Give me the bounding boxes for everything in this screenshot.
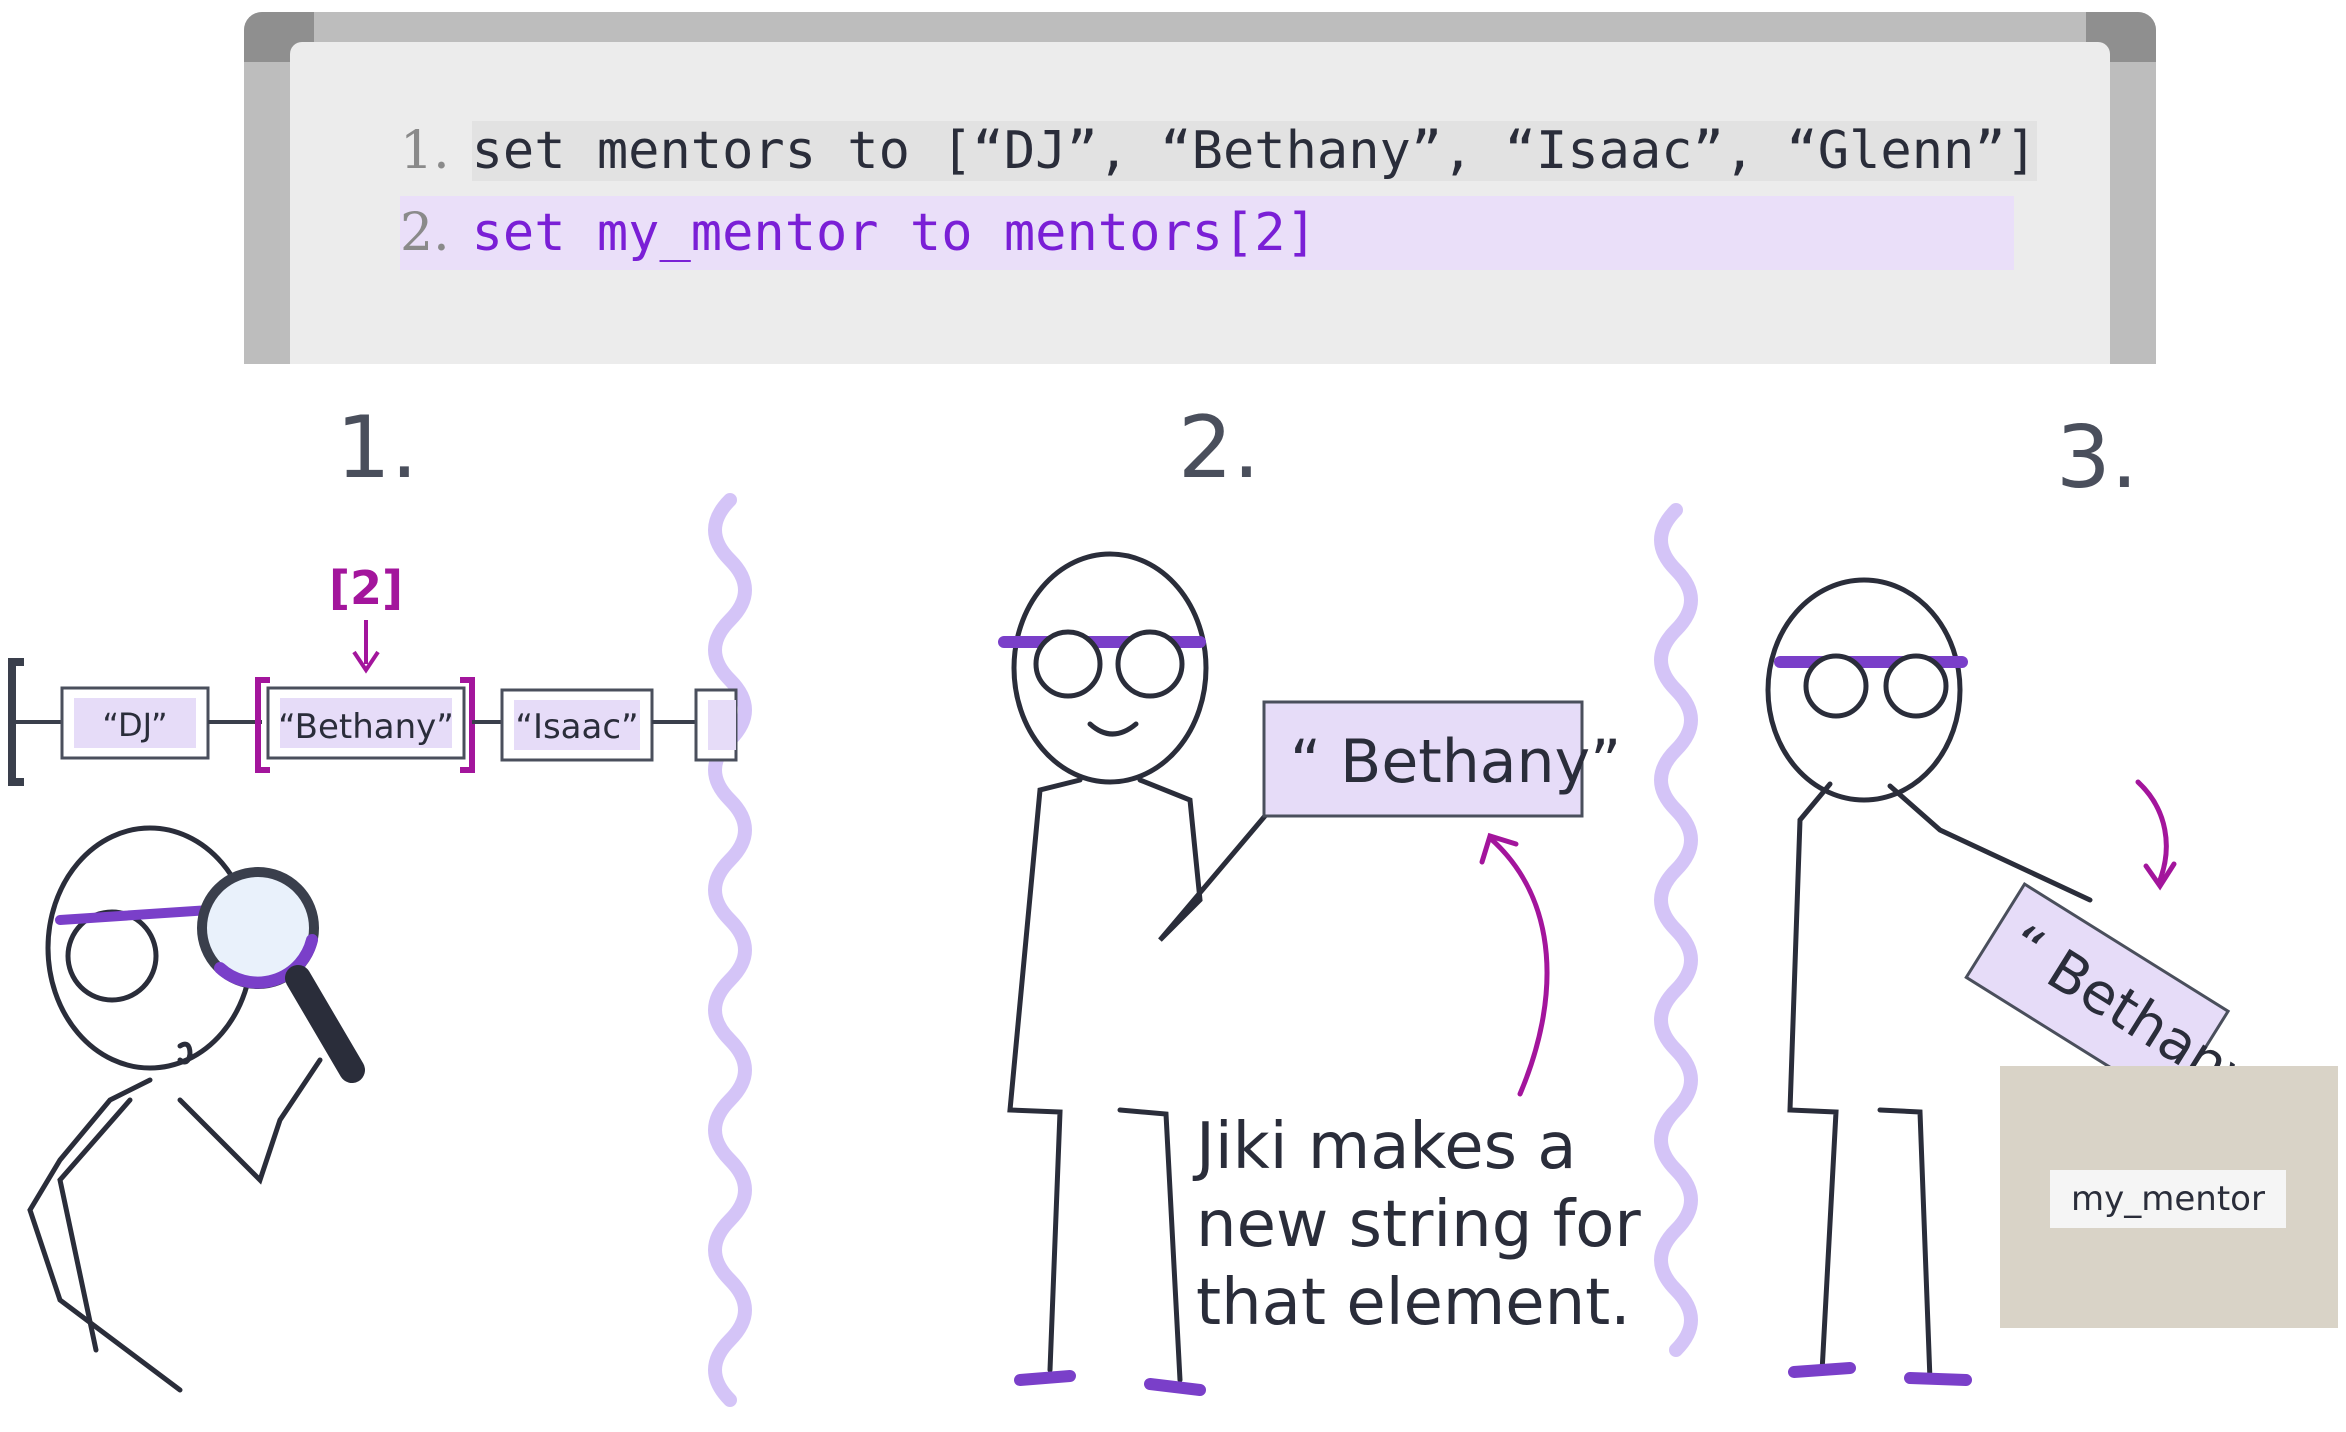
- string-card-text: “ Bethany”: [1290, 727, 1621, 797]
- caption-arrow: [1487, 835, 1550, 1097]
- variable-label: my_mentor: [2050, 1170, 2286, 1228]
- step-1-label: 1.: [336, 398, 419, 498]
- index-label: [2]: [329, 561, 403, 615]
- line-number-2: 2.: [400, 203, 450, 263]
- string-card: “ Bethany”: [1262, 700, 1621, 818]
- board-surface: 1. set mentors to [“DJ”, “Bethany”, “Isaa…: [290, 42, 2110, 364]
- code-line-2: 2. set my_mentor to mentors[2]: [400, 196, 2014, 270]
- character-placing-card: [1765, 577, 2093, 1386]
- list-item-dj: “DJ”: [102, 706, 167, 744]
- code-text-1: set mentors to [“DJ”, “Bethany”, “Isaac”…: [471, 121, 2037, 181]
- character-with-magnifier: [27, 825, 365, 1393]
- drop-arrow: [2135, 779, 2169, 883]
- list-item-isaac: “Isaac”: [515, 707, 638, 747]
- step-2-label: 2.: [1178, 398, 1261, 498]
- character-holding-card: [998, 551, 1273, 1396]
- wavy-divider-right: [1654, 503, 1698, 1357]
- caption-text: Jiki makes a new string for that element…: [1196, 1110, 1641, 1340]
- step-3-label: 3.: [2056, 408, 2139, 508]
- whiteboard: 1. set mentors to [“DJ”, “Bethany”, “Isaa…: [244, 12, 2156, 364]
- code-line-1: 1. set mentors to [“DJ”, “Bethany”, “Isaa…: [400, 114, 2037, 188]
- code-text-2: set my_mentor to mentors[2]: [471, 203, 1317, 263]
- line-number-1: 1.: [400, 121, 450, 181]
- wavy-divider-left: [708, 493, 752, 1407]
- list-diagram: “DJ” “Bethany” “Isaac” [2]: [8, 561, 738, 786]
- list-item-bethany: “Bethany”: [278, 707, 454, 747]
